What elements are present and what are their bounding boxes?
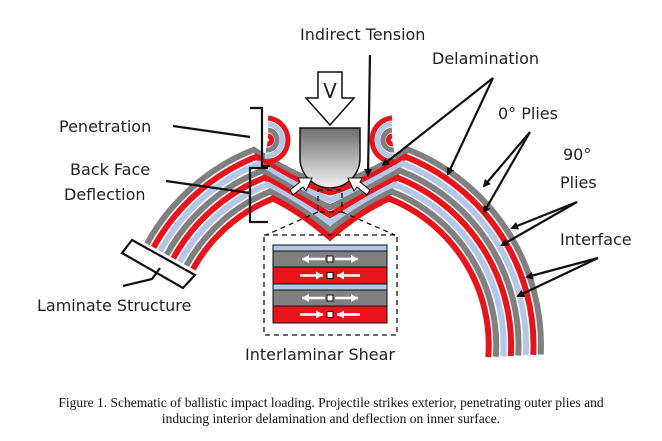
penetration-curl [380, 127, 395, 153]
delamination-label: Delamination [432, 49, 539, 68]
figure-caption: Figure 1. Schematic of ballistic impact … [0, 395, 662, 427]
back-face-bracket [248, 166, 268, 224]
ninety-plies-label-line2: Plies [560, 173, 597, 192]
penetration-curl [263, 115, 291, 165]
tension-arrow-left-icon [289, 177, 313, 196]
indirect-tension-label: Indirect Tension [300, 25, 425, 44]
back-face-label-line2: Deflection [64, 185, 146, 204]
back-face-leader [165, 179, 251, 195]
interface-leader-1 [525, 256, 599, 280]
projectile-body [299, 127, 361, 189]
shear-point-marker [326, 255, 334, 263]
inset-ply [272, 244, 388, 252]
ply-layer [164, 167, 522, 356]
velocity-label: V [323, 79, 337, 103]
ply-layer [177, 181, 507, 357]
penetration-curl [375, 121, 396, 159]
penetration-bracket [250, 106, 270, 168]
caption-line-2: inducing interior delamination and defle… [161, 411, 501, 426]
inset-ply [272, 283, 388, 291]
zero-plies-leader-2 [483, 131, 531, 214]
interlaminar-shear-inset [272, 244, 388, 324]
ply-layer [183, 188, 500, 357]
penetration-curl [266, 133, 275, 147]
interface-label: Interface [560, 230, 632, 249]
indirect-tension-leader [364, 54, 373, 177]
back-face-label-line1: Back Face [70, 160, 150, 179]
tension-arrow-right-icon [347, 177, 371, 196]
penetration-curl [264, 121, 285, 159]
laminate-structure-marker [120, 238, 197, 290]
penetration-label: Penetration [59, 117, 151, 136]
ninety-plies-label-line1: 90° [563, 145, 591, 164]
laminate-arch [144, 115, 544, 358]
velocity-arrow-icon [304, 71, 356, 127]
shear-point-marker [326, 272, 334, 279]
projectile: V [299, 71, 361, 189]
delamination-leader-1 [381, 77, 494, 167]
penetration-curl [385, 133, 394, 147]
penetration-leader [172, 124, 251, 139]
shear-point-marker [326, 311, 334, 318]
ply-layer [170, 174, 515, 357]
zero-plies-leader-1 [482, 131, 531, 188]
laminate-structure-label: Laminate Structure [37, 296, 191, 315]
interface-leader-2 [516, 257, 599, 298]
delamination-leader-2 [446, 77, 494, 176]
penetration-curl [265, 127, 280, 153]
zoom-callout [263, 189, 398, 336]
zero-plies-label: 0° Plies [498, 104, 558, 123]
ninety-plies-leader-1 [510, 200, 578, 230]
ninety-plies-leader-2 [500, 201, 578, 246]
shear-point-marker [326, 294, 334, 302]
caption-line-1: Figure 1. Schematic of ballistic impact … [58, 395, 604, 410]
tension-arrows [289, 177, 371, 196]
interlaminar-shear-label: Interlaminar Shear [245, 345, 395, 364]
